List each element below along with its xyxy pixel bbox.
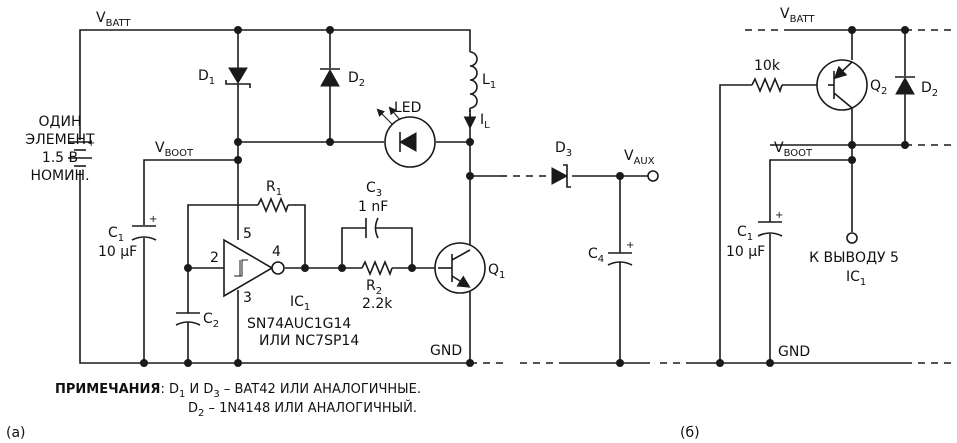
diode-d2-b	[895, 76, 915, 95]
diode-d3	[551, 164, 571, 188]
r10k-label: 10k	[754, 58, 781, 74]
capacitor-c1	[131, 225, 157, 241]
r1-label: R1	[266, 179, 282, 198]
c1-value-b: 10 µF	[726, 244, 765, 260]
l1-label: L1	[482, 72, 496, 91]
c1-label: C1	[108, 225, 124, 244]
c4-plus: +	[626, 240, 634, 251]
resistor-10k	[751, 76, 783, 94]
vaux-label: VAUX	[624, 148, 655, 167]
battery-plus: +	[87, 138, 95, 149]
pin3-label: 3	[243, 290, 252, 306]
inductor-l1	[463, 51, 478, 130]
capacitor-c4	[607, 252, 633, 266]
c2-label: C2	[203, 311, 219, 330]
vbatt-label-b: VBATT	[780, 6, 815, 25]
junction-dots-a	[140, 26, 624, 367]
q2-label: Q2	[870, 78, 887, 97]
capacitor-c3	[365, 217, 379, 239]
q1-label: Q1	[488, 262, 505, 281]
battery-label-1: ОДИН	[39, 114, 82, 130]
capacitor-c1-b	[757, 221, 783, 237]
diode-d1	[225, 67, 251, 88]
pin2-label: 2	[210, 250, 219, 266]
pin4-label: 4	[272, 244, 281, 260]
transistor-q1	[434, 242, 486, 294]
battery-symbol	[68, 141, 92, 167]
il-label: IL	[480, 112, 490, 131]
battery-label-4: НОМИН.	[30, 168, 89, 184]
pin5-label: 5	[243, 226, 252, 242]
c1-plus-b: +	[775, 210, 783, 221]
junction-dots-b	[716, 26, 909, 367]
panel-a-label: (a)	[6, 425, 26, 441]
led-label: LED	[394, 100, 421, 116]
ic1-label: IC1	[290, 294, 310, 313]
panel-b-label: (б)	[680, 425, 700, 441]
c1-plus: +	[149, 214, 157, 225]
c1-label-b: C1	[737, 224, 753, 243]
c4-label: C4	[588, 246, 604, 265]
capacitor-c2	[175, 312, 201, 326]
ic1-part2: ИЛИ NC7SP14	[259, 333, 359, 349]
ic1-part1: SN74AUC1G14	[247, 316, 351, 332]
transistor-q2	[816, 59, 868, 111]
gnd-label-b: GND	[778, 344, 810, 360]
resistor-r2	[361, 259, 393, 277]
panel-b-wires	[660, 29, 955, 364]
vboot-label-b: VBOOT	[774, 140, 813, 159]
d3-label: D3	[555, 140, 572, 159]
vbatt-label: VBATT	[96, 10, 131, 29]
to-pin5-ic: IC1	[846, 269, 866, 288]
gnd-label-a: GND	[430, 343, 462, 359]
c3-label: C3	[366, 180, 382, 199]
d1-label: D1	[198, 68, 215, 87]
r2-value: 2.2k	[362, 296, 393, 312]
c3-value: 1 nF	[358, 199, 388, 215]
notes-line-1: ПРИМЕЧАНИЯ: D1 И D3 – BAT42 ИЛИ АНАЛОГИЧ…	[55, 382, 421, 400]
r2-label: R2	[366, 278, 382, 297]
d2-label-b: D2	[921, 80, 938, 99]
battery-label-2: ЭЛЕМЕНТ	[25, 132, 95, 148]
c1-value: 10 µF	[98, 244, 137, 260]
to-pin5-line1: К ВЫВОДУ 5	[809, 250, 899, 266]
vboot-label: VBOOT	[155, 140, 194, 159]
pin5-terminal	[846, 232, 858, 244]
schmitt-inverter-ic1	[223, 238, 285, 298]
resistor-r1	[257, 196, 289, 214]
diode-d2	[320, 68, 340, 87]
notes-line-2: D2 – 1N4148 ИЛИ АНАЛОГИЧНЫЙ.	[188, 400, 417, 419]
d2-label: D2	[348, 70, 365, 89]
vaux-terminal	[647, 170, 659, 182]
led-symbol	[376, 106, 436, 168]
battery-label-3: 1.5 В	[42, 150, 78, 166]
